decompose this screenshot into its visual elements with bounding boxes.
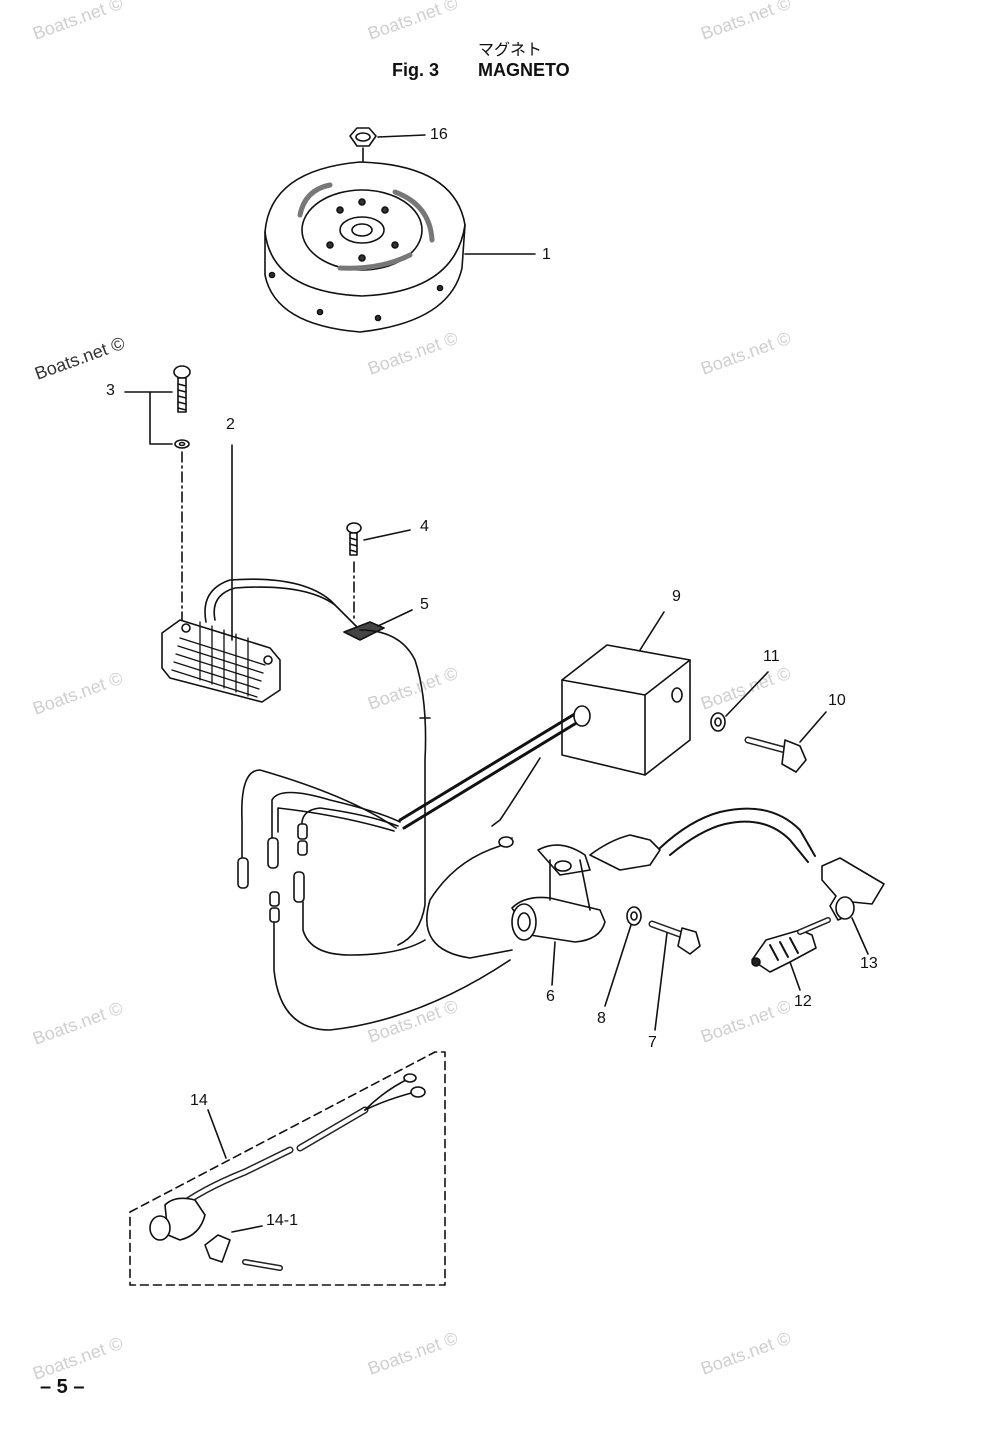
callout-3: 3 <box>106 382 115 399</box>
cdi-unit-9 <box>241 611 691 861</box>
washer-8 <box>604 906 642 1007</box>
callout-13: 13 <box>860 955 878 972</box>
callout-6: 6 <box>546 988 555 1005</box>
callout-8: 8 <box>597 1010 606 1027</box>
spark-plug-12 <box>751 917 831 991</box>
callout-10: 10 <box>828 692 846 709</box>
callout-16: 16 <box>430 126 448 143</box>
callout-11: 11 <box>763 648 780 665</box>
washer-11 <box>710 671 769 732</box>
page-number: – 5 – <box>40 1376 85 1398</box>
screw-3 <box>124 365 191 626</box>
clamp-5 <box>343 609 431 946</box>
callout-14-1: 14-1 <box>266 1212 299 1229</box>
callout-7: 7 <box>648 1034 657 1051</box>
callout-1: 1 <box>542 246 551 263</box>
figure-number: Fig. 3 <box>392 60 440 80</box>
callout-5: 5 <box>420 596 429 613</box>
screw-4 <box>346 522 411 623</box>
bolt-7 <box>648 920 701 1031</box>
callout-2: 2 <box>226 416 235 433</box>
callout-9: 9 <box>672 588 681 605</box>
flywheel-1 <box>264 161 536 333</box>
callout-14: 14 <box>190 1092 208 1109</box>
wire-connectors <box>237 823 511 1031</box>
figure-title-japanese: マグネト <box>478 40 543 59</box>
leader-16 <box>377 134 426 138</box>
stop-switch-14 <box>129 1051 446 1286</box>
callout-12: 12 <box>794 993 812 1010</box>
callout-4: 4 <box>420 518 429 535</box>
figure-title: MAGNETO <box>478 60 570 80</box>
plug-cap-13 <box>821 857 885 955</box>
bolt-10 <box>744 711 827 773</box>
ignition-coil-6 <box>426 807 816 986</box>
charge-coil-2 <box>161 444 361 703</box>
